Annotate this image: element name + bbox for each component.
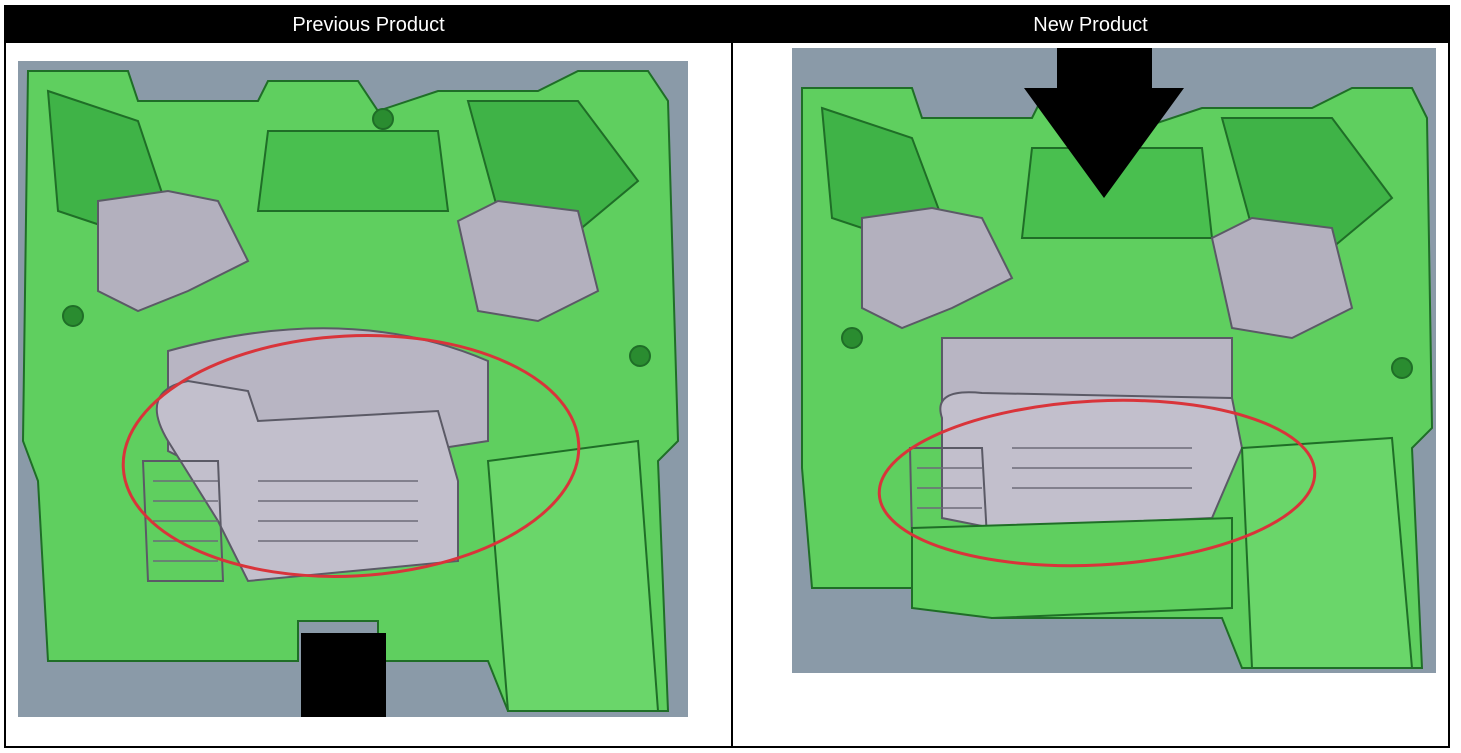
column-header-new: New Product <box>733 7 1448 43</box>
column-header-previous: Previous Product <box>6 7 731 43</box>
new-product-image <box>792 48 1436 673</box>
column-divider <box>731 7 733 746</box>
comparison-table: Previous Product New Product <box>4 5 1450 748</box>
previous-product-image <box>18 61 688 717</box>
